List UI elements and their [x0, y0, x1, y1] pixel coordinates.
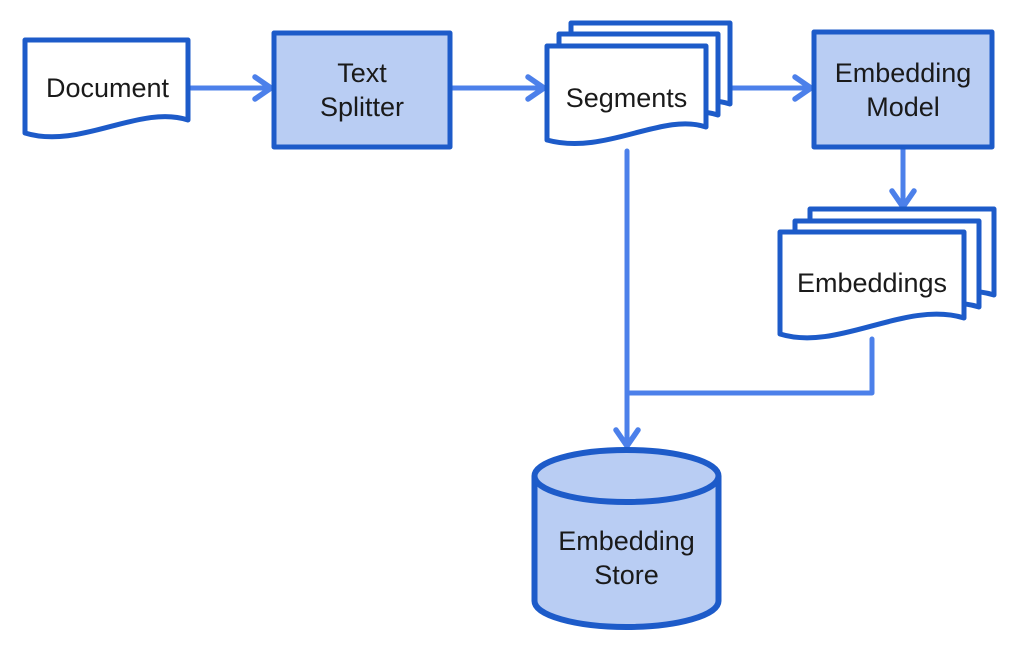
cylinder-top: [531, 447, 722, 505]
edge-line: [626, 336, 875, 396]
embedding-model-label: Embedding Model: [834, 58, 972, 122]
segments-stack: [544, 20, 733, 147]
edge-document-to-text-splitter: [188, 74, 274, 102]
embedding-model-box: [811, 29, 995, 150]
text-splitter-box: [271, 30, 453, 150]
embedding-store-cylinder: [531, 447, 722, 630]
text-splitter-label: Text Splitter: [319, 58, 405, 122]
arrowhead-right-icon: [525, 74, 547, 102]
segments-label: Segments: [565, 83, 688, 113]
document-shape: [22, 37, 191, 140]
embeddings-sheet-front: [777, 229, 967, 341]
arrowhead-right-icon: [252, 74, 274, 102]
arrowhead-right-icon: [792, 74, 814, 102]
embeddings-stack: [777, 206, 997, 341]
edge-segments-to-embedding-store: [613, 148, 641, 449]
embedding-store-label: Embedding Store: [558, 526, 695, 590]
embeddings-label: Embeddings: [796, 268, 948, 298]
segments-sheet-front: [544, 43, 709, 147]
document-label: Document: [45, 73, 170, 103]
edge-embeddings-to-junction: [626, 336, 875, 396]
edge-text-splitter-to-segments: [449, 74, 547, 102]
arrowhead-down-icon: [613, 427, 641, 449]
edge-segments-to-embedding-model: [728, 74, 814, 102]
cylinder-body: [531, 476, 722, 630]
edge-embedding-model-to-embeddings: [889, 146, 917, 210]
